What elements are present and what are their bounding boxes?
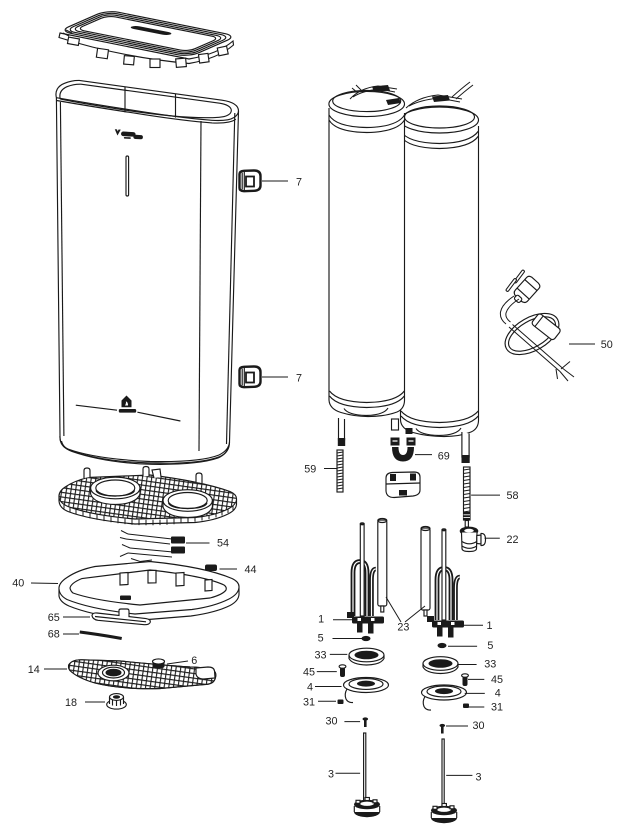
svg-text:30: 30 bbox=[326, 716, 338, 728]
svg-text:45: 45 bbox=[491, 674, 503, 686]
svg-text:22: 22 bbox=[507, 534, 519, 546]
svg-text:6: 6 bbox=[191, 655, 197, 667]
svg-text:3: 3 bbox=[476, 772, 482, 784]
svg-text:14: 14 bbox=[28, 664, 40, 676]
svg-text:59: 59 bbox=[304, 464, 316, 476]
svg-text:65: 65 bbox=[48, 612, 60, 624]
svg-text:33: 33 bbox=[484, 658, 496, 670]
svg-text:54: 54 bbox=[217, 537, 229, 549]
svg-text:33: 33 bbox=[315, 650, 327, 662]
svg-text:58: 58 bbox=[507, 490, 519, 502]
svg-text:1: 1 bbox=[487, 620, 493, 632]
svg-text:45: 45 bbox=[303, 667, 315, 679]
svg-text:5: 5 bbox=[487, 640, 493, 652]
svg-text:50: 50 bbox=[601, 339, 613, 351]
svg-text:23: 23 bbox=[397, 622, 409, 634]
svg-text:30: 30 bbox=[473, 720, 485, 732]
svg-text:69: 69 bbox=[438, 451, 450, 463]
svg-text:68: 68 bbox=[48, 628, 60, 640]
svg-text:40: 40 bbox=[12, 578, 24, 590]
svg-text:1: 1 bbox=[318, 614, 324, 626]
svg-text:4: 4 bbox=[307, 682, 313, 694]
svg-text:31: 31 bbox=[303, 696, 315, 708]
svg-text:7: 7 bbox=[296, 176, 302, 188]
svg-text:4: 4 bbox=[495, 687, 501, 699]
svg-text:7: 7 bbox=[296, 372, 302, 384]
svg-text:44: 44 bbox=[245, 564, 257, 576]
svg-text:31: 31 bbox=[491, 701, 503, 713]
svg-text:3: 3 bbox=[328, 769, 334, 781]
svg-text:5: 5 bbox=[318, 632, 324, 644]
svg-text:18: 18 bbox=[65, 697, 77, 709]
